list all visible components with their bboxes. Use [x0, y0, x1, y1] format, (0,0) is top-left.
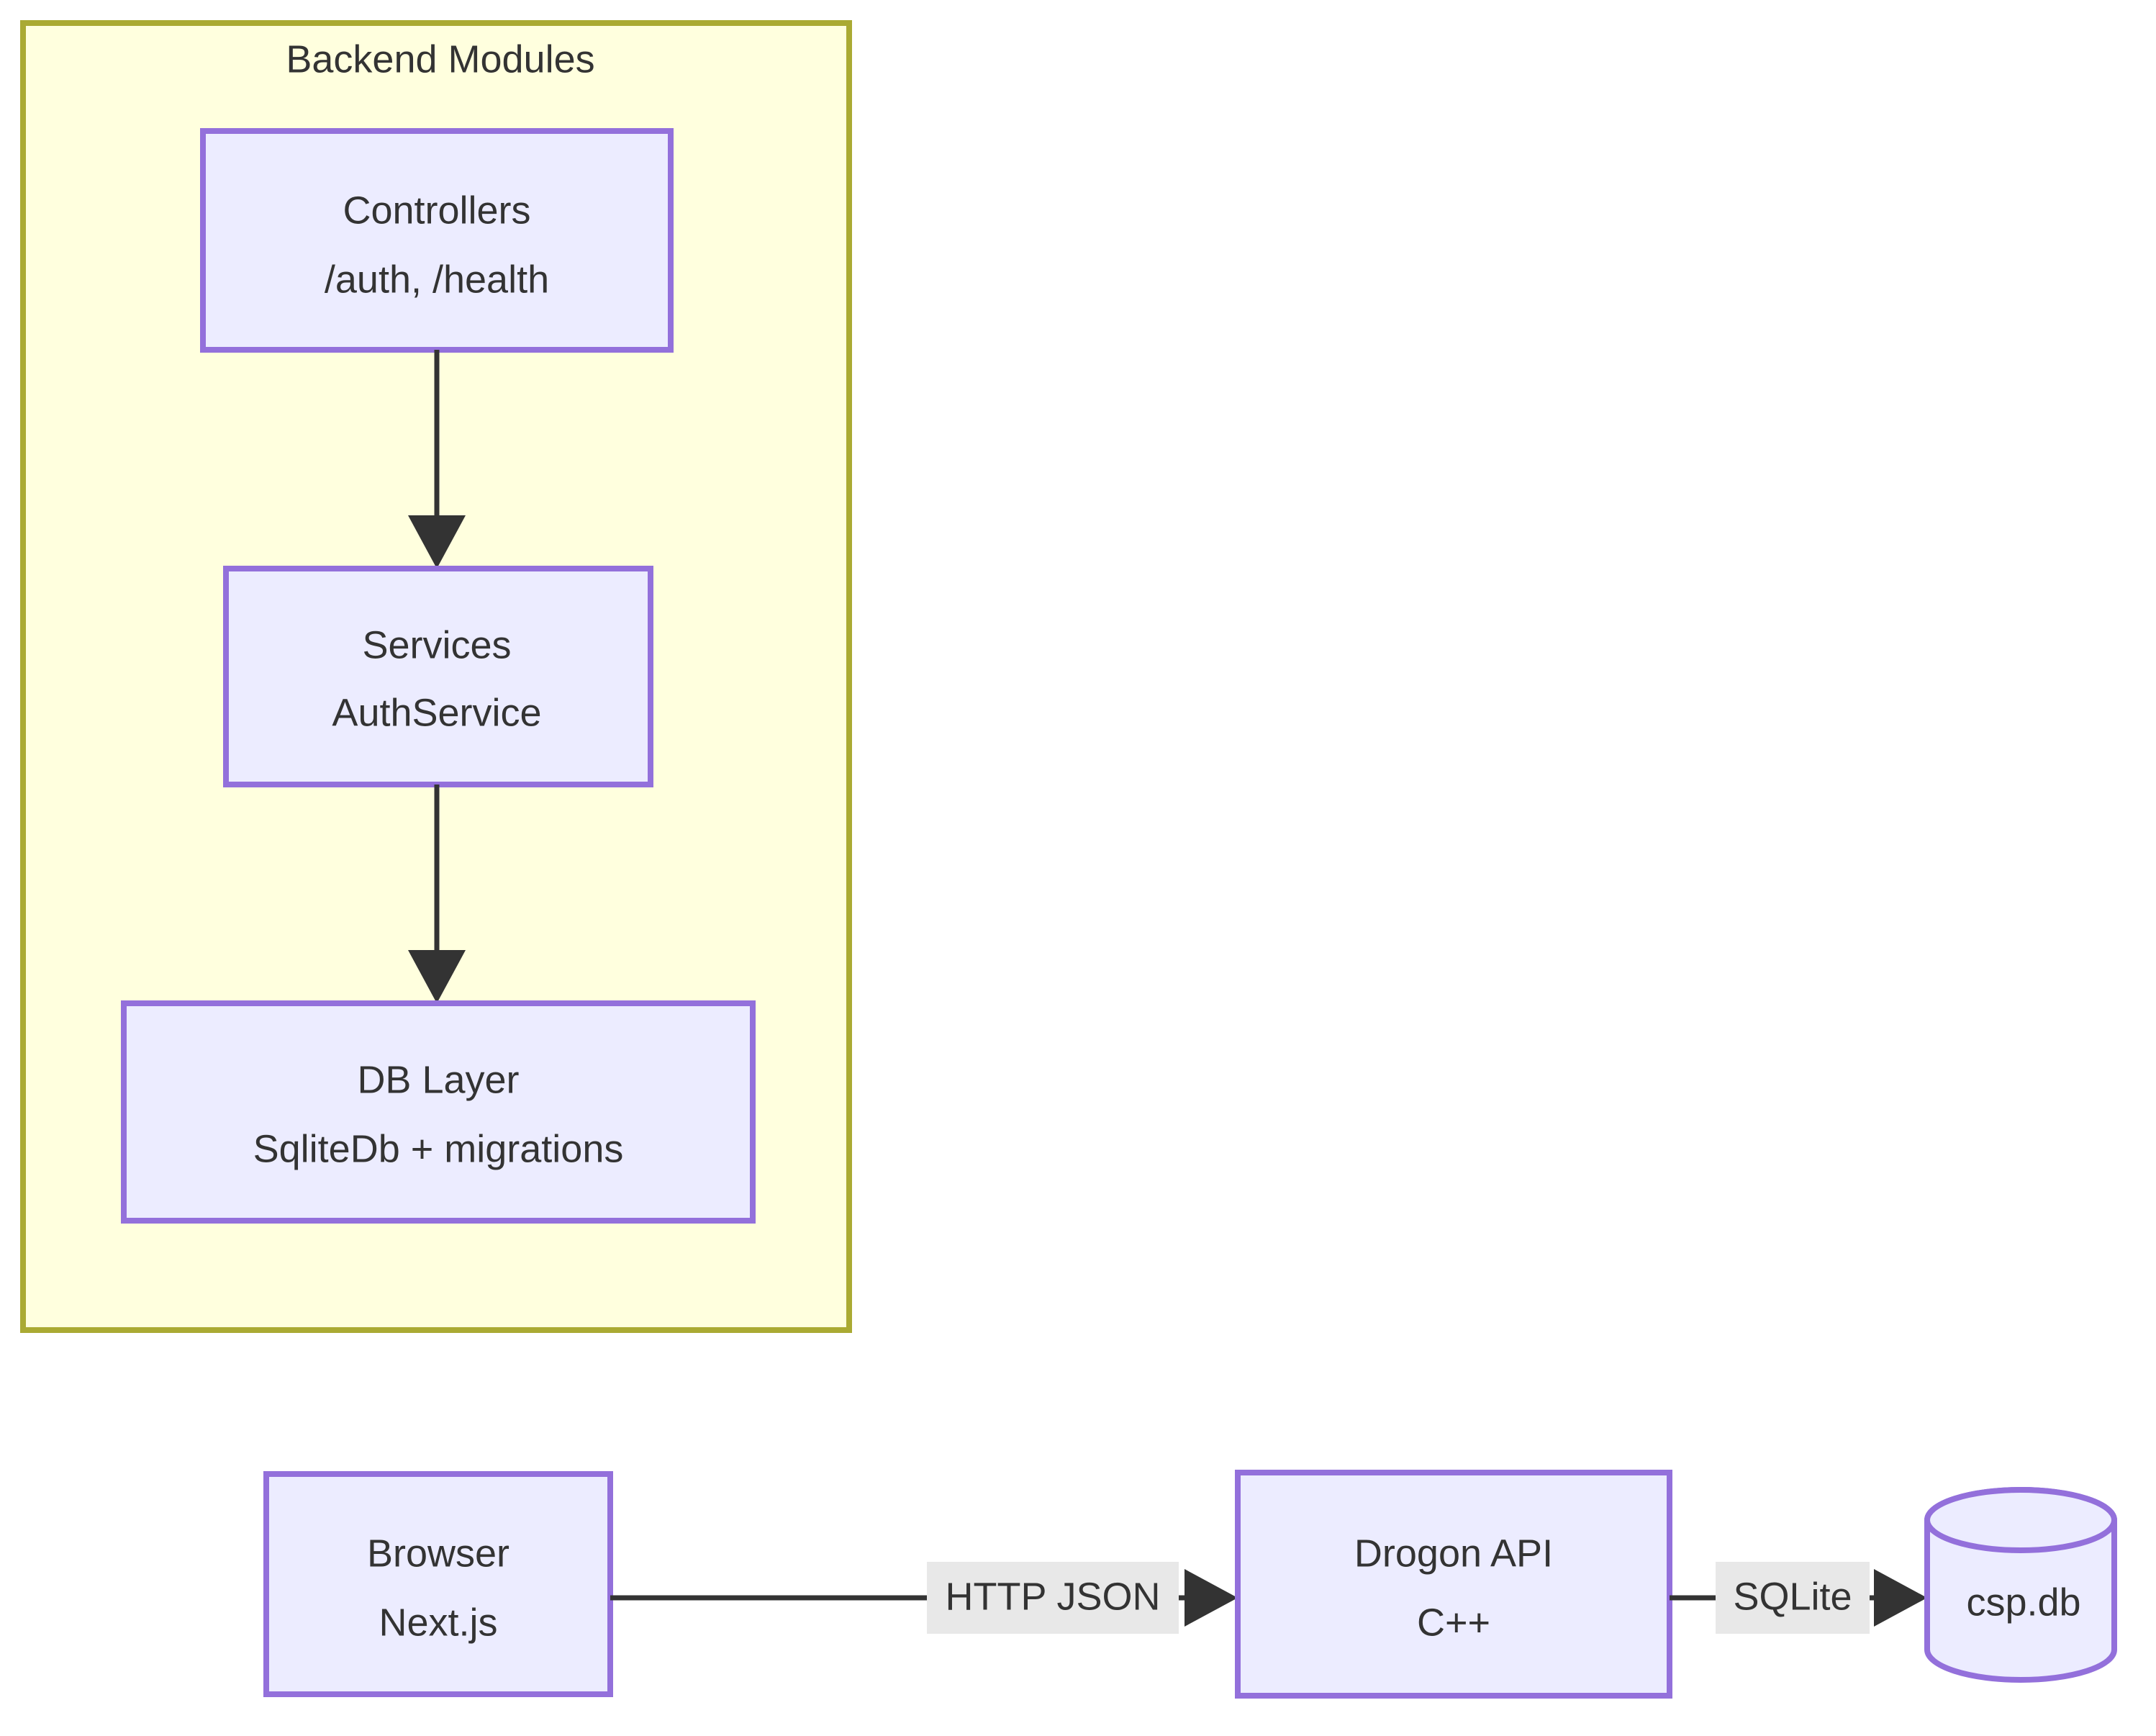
node-db-layer[interactable]: DB Layer SqliteDb + migrations [121, 1000, 756, 1224]
edge-browser-to-drogon-label-bg [927, 1562, 1179, 1634]
node-browser[interactable]: Browser Next.js [263, 1471, 613, 1697]
node-services-box[interactable] [223, 566, 653, 787]
node-db-layer-label-line2: SqliteDb + migrations [253, 1127, 624, 1170]
node-services[interactable]: Services AuthService [223, 566, 653, 787]
edge-browser-to-drogon-arrowhead [1185, 1569, 1238, 1627]
node-services-label-line2: AuthService [332, 691, 541, 734]
node-csp-db-cylinder-top [1924, 1487, 2118, 1553]
edge-services-to-db-layer-arrowhead [408, 950, 466, 1003]
node-drogon-api[interactable]: Drogon API C++ [1235, 1470, 1672, 1699]
node-controllers-label-line2: /auth, /health [325, 258, 549, 301]
edge-controllers-to-services-arrowhead [408, 515, 466, 569]
node-db-layer-label-line1: DB Layer [357, 1058, 519, 1101]
edge-services-to-db-layer [408, 785, 466, 1003]
node-browser-box[interactable] [263, 1471, 613, 1697]
edge-drogon-to-cspdb-label-bg [1716, 1562, 1870, 1634]
node-csp-db-label: csp.db [1966, 1581, 2080, 1624]
node-services-label-line1: Services [362, 623, 511, 666]
node-drogon-api-label-line1: Drogon API [1354, 1532, 1553, 1575]
node-controllers[interactable]: Controllers /auth, /health [200, 128, 674, 353]
node-controllers-label-line1: Controllers [343, 189, 530, 232]
node-browser-label-line1: Browser [367, 1532, 509, 1575]
node-csp-db[interactable]: csp.db [1924, 1487, 2118, 1683]
node-browser-label-line2: Next.js [379, 1601, 497, 1644]
edge-drogon-to-cspdb-label: SQLite [1733, 1575, 1852, 1618]
subgraph-backend-modules-title: Backend Modules [286, 37, 594, 81]
edge-controllers-to-services [408, 350, 466, 569]
edge-drogon-to-cspdb: SQLite [1670, 1562, 1927, 1634]
edge-browser-to-drogon-label: HTTP JSON [945, 1575, 1160, 1618]
edge-drogon-to-cspdb-arrowhead [1874, 1569, 1927, 1627]
node-controllers-box[interactable] [200, 128, 674, 353]
node-drogon-api-label-line2: C++ [1417, 1601, 1490, 1644]
edge-browser-to-drogon: HTTP JSON [610, 1562, 1238, 1634]
node-db-layer-box[interactable] [121, 1000, 756, 1224]
node-drogon-api-box[interactable] [1235, 1470, 1672, 1699]
